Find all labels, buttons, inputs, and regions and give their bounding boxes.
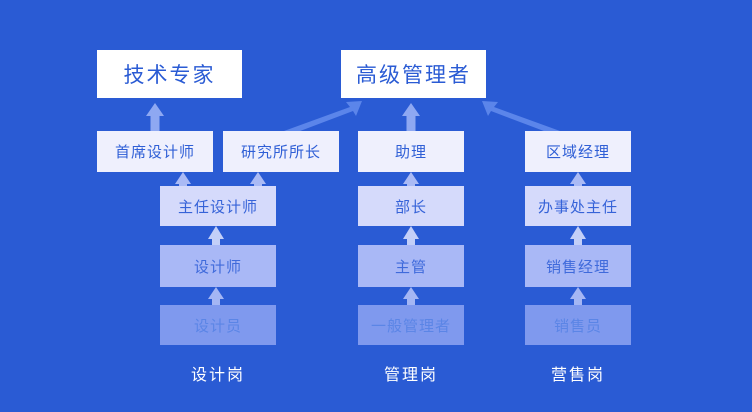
node-research-institute-director[interactable]: 研究所所长 [223,131,339,172]
node-junior-designer[interactable]: 设计员 [160,305,276,345]
node-director-designer[interactable]: 主任设计师 [160,186,276,226]
column-label-management: 管理岗 [383,367,438,384]
node-general-manager[interactable]: 一般管理者 [358,305,464,345]
arrow-junior-designer-to-designer [208,287,224,305]
column-label-design: 设计岗 [190,367,245,384]
node-label: 高级管理者 [356,64,471,87]
arrow-department-head-to-assistant [403,172,419,186]
node-label: 销售员 [553,317,602,335]
node-label: 技术专家 [123,64,216,87]
node-office-director[interactable]: 办事处主任 [525,186,631,226]
node-department-head[interactable]: 部长 [358,186,464,226]
arrow-supervisor-to-department-head [403,226,419,245]
node-label: 设计员 [193,317,242,335]
arrow-sales-manager-to-office-director [570,226,586,245]
column-label-sales: 营售岗 [550,367,605,384]
node-label: 设计师 [193,258,242,276]
node-supervisor[interactable]: 主管 [358,245,464,287]
node-sales-manager[interactable]: 销售经理 [525,245,631,287]
arrow-salesperson-to-sales-manager [570,287,586,305]
node-label: 研究所所长 [240,144,321,161]
node-label: 首席设计师 [114,144,195,161]
node-label: 部长 [394,198,427,216]
arrow-director-designer-to-chief-designer [175,172,191,186]
node-label: 助理 [394,144,427,161]
node-designer[interactable]: 设计师 [160,245,276,287]
node-label: 区域经理 [545,144,610,161]
node-regional-manager[interactable]: 区域经理 [525,131,631,172]
node-assistant[interactable]: 助理 [358,131,464,172]
node-label: 主任设计师 [177,198,258,216]
arrow-assistant-to-senior-manager [402,103,420,131]
node-senior-manager[interactable]: 高级管理者 [341,50,486,98]
node-label: 办事处主任 [537,198,618,216]
arrow-chief-designer-to-tech-expert [146,103,164,131]
node-label: 销售经理 [545,258,610,276]
node-label: 一般管理者 [370,317,451,335]
arrow-designer-to-director-designer [208,226,224,245]
node-label: 主管 [394,258,427,276]
arrow-director-designer-to-research-director [250,172,266,186]
node-salesperson[interactable]: 销售员 [525,305,631,345]
node-tech-expert[interactable]: 技术专家 [97,50,242,98]
arrow-office-director-to-regional-manager [570,172,586,186]
arrow-general-manager-to-supervisor [403,287,419,305]
node-chief-designer[interactable]: 首席设计师 [97,131,213,172]
